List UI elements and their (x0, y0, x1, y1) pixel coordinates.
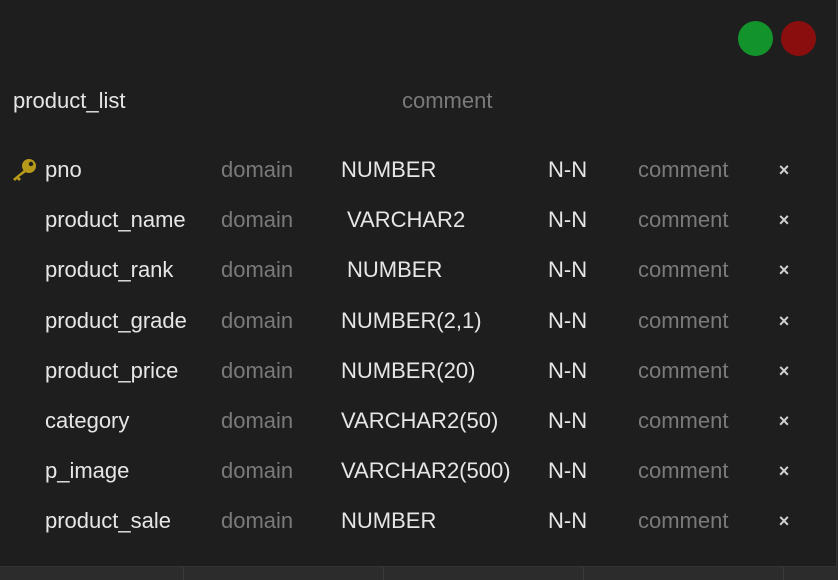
delete-column-icon[interactable]: × (778, 411, 790, 431)
column-type[interactable]: NUMBER (341, 508, 437, 533)
column-comment[interactable]: comment (638, 508, 729, 533)
column-nullable[interactable]: N-N (548, 257, 588, 282)
column-name[interactable]: pno (45, 157, 82, 182)
delete-column-icon[interactable]: × (778, 361, 790, 381)
column-name[interactable]: category (45, 408, 130, 433)
column-domain[interactable]: domain (221, 458, 294, 483)
column-type[interactable]: VARCHAR2(500) (341, 458, 511, 483)
column-row: product_name domain VARCHAR2 N-N comment… (0, 202, 836, 238)
delete-table-button[interactable] (781, 21, 816, 56)
column-domain[interactable]: domain (221, 508, 294, 533)
delete-column-icon[interactable]: × (778, 160, 790, 180)
primary-key-icon (10, 152, 40, 188)
delete-column-icon[interactable]: × (778, 210, 790, 230)
column-row: category domain VARCHAR2(50) N-N comment… (0, 403, 836, 439)
strip-divider (383, 567, 384, 580)
column-name[interactable]: p_image (45, 458, 130, 483)
column-name[interactable]: product_name (45, 207, 186, 232)
table-comment[interactable]: comment (402, 88, 493, 113)
column-row: product_price domain NUMBER(20) N-N comm… (0, 353, 836, 389)
column-comment[interactable]: comment (638, 207, 729, 232)
column-type[interactable]: VARCHAR2 (347, 207, 466, 232)
column-comment[interactable]: comment (638, 157, 729, 182)
table-panel: product_list comment pno domain NUMBER N… (0, 0, 837, 567)
column-domain[interactable]: domain (221, 257, 294, 282)
column-nullable[interactable]: N-N (548, 308, 588, 333)
column-comment[interactable]: comment (638, 458, 729, 483)
delete-column-icon[interactable]: × (778, 461, 790, 481)
column-comment[interactable]: comment (638, 408, 729, 433)
column-domain[interactable]: domain (221, 408, 294, 433)
column-name[interactable]: product_grade (45, 308, 187, 333)
add-column-button[interactable] (738, 21, 773, 56)
column-nullable[interactable]: N-N (548, 508, 588, 533)
strip-divider (183, 567, 184, 580)
strip-divider (583, 567, 584, 580)
column-comment[interactable]: comment (638, 308, 729, 333)
column-type[interactable]: NUMBER (341, 157, 437, 182)
strip-divider (783, 567, 784, 580)
column-nullable[interactable]: N-N (548, 207, 588, 232)
column-domain[interactable]: domain (221, 207, 294, 232)
column-domain[interactable]: domain (221, 157, 294, 182)
column-type[interactable]: NUMBER (347, 257, 443, 282)
column-domain[interactable]: domain (221, 358, 294, 383)
column-nullable[interactable]: N-N (548, 358, 588, 383)
column-type[interactable]: NUMBER(20) (341, 358, 476, 383)
column-type[interactable]: NUMBER(2,1) (341, 308, 482, 333)
column-nullable[interactable]: N-N (548, 408, 588, 433)
column-name[interactable]: product_rank (45, 257, 174, 282)
column-name[interactable]: product_price (45, 358, 179, 383)
column-row: pno domain NUMBER N-N comment × (0, 152, 836, 188)
column-domain[interactable]: domain (221, 308, 294, 333)
column-row: product_rank domain NUMBER N-N comment × (0, 252, 836, 288)
column-nullable[interactable]: N-N (548, 157, 588, 182)
delete-column-icon[interactable]: × (778, 311, 790, 331)
bottom-strip (0, 567, 838, 580)
column-nullable[interactable]: N-N (548, 458, 588, 483)
column-type[interactable]: VARCHAR2(50) (341, 408, 499, 433)
column-name[interactable]: product_sale (45, 508, 171, 533)
table-name[interactable]: product_list (13, 88, 126, 113)
column-comment[interactable]: comment (638, 257, 729, 282)
delete-column-icon[interactable]: × (778, 260, 790, 280)
column-row: p_image domain VARCHAR2(500) N-N comment… (0, 453, 836, 489)
delete-column-icon[interactable]: × (778, 511, 790, 531)
column-comment[interactable]: comment (638, 358, 729, 383)
column-row: product_grade domain NUMBER(2,1) N-N com… (0, 303, 836, 339)
column-row: product_sale domain NUMBER N-N comment × (0, 503, 836, 539)
